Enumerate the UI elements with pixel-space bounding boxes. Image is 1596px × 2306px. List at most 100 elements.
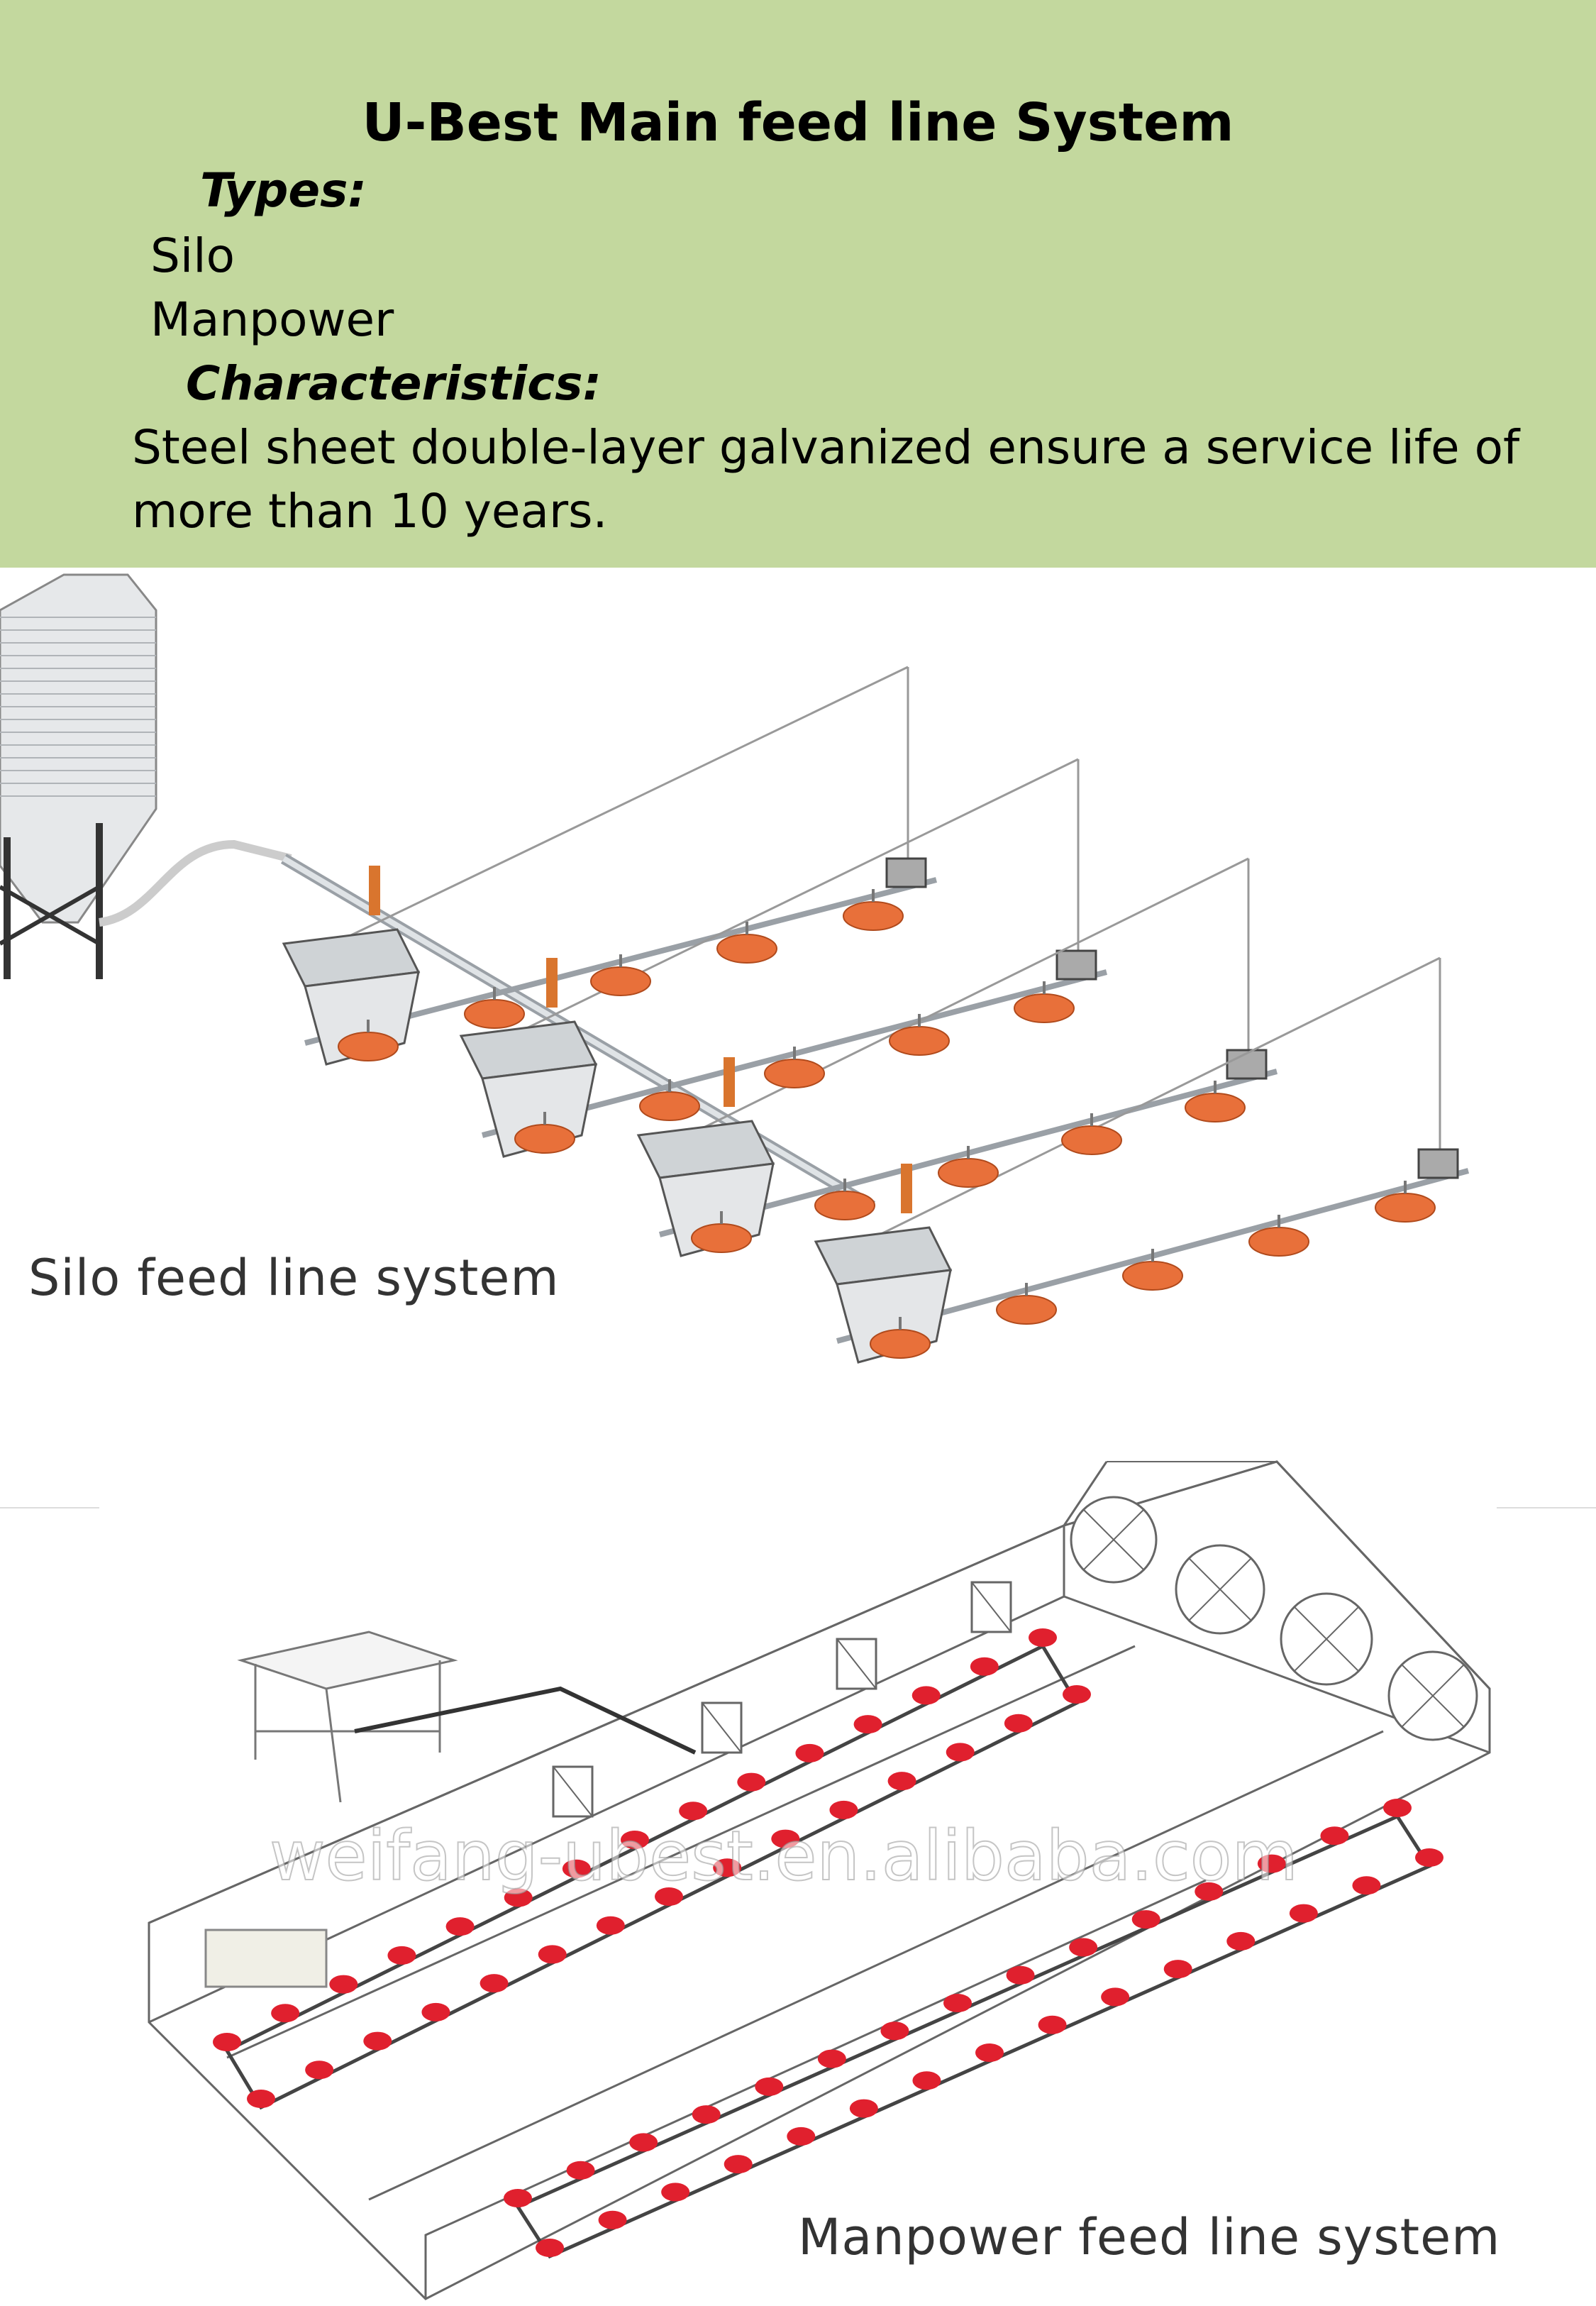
feed-pan bbox=[538, 1945, 567, 1964]
page-title: U-Best Main feed line System bbox=[362, 92, 1234, 153]
feed-pan bbox=[1352, 1876, 1381, 1895]
feed-pans bbox=[213, 1628, 1443, 2257]
feed-pan bbox=[975, 2043, 1004, 2062]
feed-pan bbox=[1063, 1685, 1091, 1704]
feed-pan bbox=[329, 1975, 358, 1994]
feed-pan bbox=[912, 2071, 941, 2090]
type-item-silo: Silo bbox=[150, 228, 235, 283]
end-motor bbox=[885, 857, 927, 888]
feed-pan bbox=[661, 2183, 690, 2202]
feed-pan bbox=[764, 1059, 825, 1088]
feed-pan bbox=[679, 1802, 708, 1821]
manpower-feed-line-illustration bbox=[0, 1460, 1596, 2300]
feed-pan bbox=[1195, 1882, 1224, 1901]
feed-pan bbox=[247, 2090, 275, 2108]
types-heading: Types: bbox=[200, 163, 367, 218]
characteristics-text-line-1: Steel sheet double-layer galvanized ensu… bbox=[132, 420, 1520, 475]
feed-pan bbox=[843, 901, 904, 931]
feed-pan bbox=[504, 2189, 532, 2207]
silo-caption: Silo feed line system bbox=[28, 1249, 560, 1307]
silo-tower bbox=[0, 573, 292, 979]
feed-pan bbox=[849, 2099, 878, 2118]
feed-pan bbox=[464, 999, 525, 1029]
feed-pan bbox=[1257, 1854, 1286, 1873]
feed-pan bbox=[629, 2133, 658, 2152]
suspension-cable bbox=[333, 666, 909, 945]
feed-pan bbox=[880, 2021, 909, 2041]
end-motor bbox=[1055, 949, 1097, 981]
feed-pan bbox=[713, 1858, 742, 1877]
feed-pan bbox=[1029, 1628, 1057, 1647]
feed-pan bbox=[1226, 1931, 1256, 1951]
feed-pan bbox=[996, 1295, 1057, 1325]
end-motor bbox=[1417, 1148, 1459, 1179]
characteristics-text-line-2: more than 10 years. bbox=[132, 484, 608, 539]
characteristics-heading: Characteristics: bbox=[186, 356, 602, 411]
feed-pan bbox=[943, 1994, 972, 2012]
feed-pan bbox=[305, 2060, 334, 2080]
feed-pan bbox=[1163, 1960, 1192, 1979]
exhaust-fans bbox=[1070, 1496, 1478, 1741]
house-windows bbox=[204, 1581, 1012, 1988]
silo-feed-line-illustration bbox=[0, 573, 1470, 1364]
feed-pan bbox=[691, 1223, 752, 1253]
feed-pan bbox=[1006, 1965, 1035, 1985]
feed-pan bbox=[363, 2031, 392, 2051]
vent-louver bbox=[204, 1929, 328, 1988]
feed-pan bbox=[1004, 1714, 1033, 1733]
feed-pan bbox=[829, 1800, 858, 1819]
feed-pan bbox=[1383, 1799, 1412, 1817]
feed-pan bbox=[1061, 1125, 1122, 1155]
feed-pan bbox=[946, 1743, 975, 1762]
feed-pan bbox=[692, 2105, 721, 2124]
feed-pan bbox=[1248, 1227, 1309, 1257]
feed-pan bbox=[536, 2239, 564, 2257]
feed-pan bbox=[787, 2126, 816, 2146]
feed-pan bbox=[737, 1772, 766, 1792]
feed-pan bbox=[870, 1329, 931, 1359]
feed-pan bbox=[970, 1657, 999, 1676]
feed-pan bbox=[1185, 1093, 1246, 1122]
suspension-cable bbox=[687, 857, 1249, 1137]
feed-pan bbox=[596, 1916, 625, 1935]
feed-pan bbox=[1289, 1904, 1318, 1923]
feed-pan bbox=[817, 2049, 846, 2068]
feed-pans bbox=[338, 889, 1436, 1359]
feed-pan bbox=[504, 1888, 533, 1907]
feed-pan bbox=[1101, 1987, 1130, 2007]
manpower-caption: Manpower feed line system bbox=[798, 2208, 1501, 2266]
end-motor bbox=[1226, 1049, 1268, 1080]
type-item-manpower: Manpower bbox=[150, 292, 394, 347]
suspension-cable bbox=[865, 956, 1441, 1243]
feed-pan bbox=[887, 1772, 916, 1791]
feed-pan bbox=[1131, 1910, 1160, 1929]
feed-pan bbox=[338, 1032, 399, 1061]
drop-tube bbox=[369, 866, 380, 915]
feed-pan bbox=[655, 1887, 683, 1906]
feed-pan bbox=[598, 2210, 627, 2229]
feed-pan bbox=[724, 2155, 753, 2174]
feed-pan bbox=[1122, 1261, 1183, 1291]
feed-pan bbox=[639, 1091, 700, 1121]
feed-pan bbox=[590, 966, 651, 996]
feed-pan bbox=[421, 2002, 450, 2021]
feed-pan bbox=[771, 1829, 800, 1848]
feed-pan bbox=[387, 1946, 416, 1965]
header-panel: U-Best Main feed line System Types: Silo… bbox=[0, 0, 1596, 568]
feed-pan bbox=[716, 934, 777, 964]
feed-pan bbox=[1415, 1848, 1443, 1867]
feed-pan bbox=[445, 1917, 475, 1936]
drop-tube bbox=[901, 1164, 912, 1213]
feed-pan bbox=[795, 1743, 824, 1762]
feed-pan bbox=[566, 2161, 595, 2180]
watermark: weifang-ubest.en.alibaba.com bbox=[269, 1816, 1299, 1897]
feed-pan bbox=[480, 1974, 509, 1993]
feed-pan bbox=[911, 1686, 941, 1705]
feed-pan bbox=[562, 1859, 591, 1878]
feed-pan bbox=[271, 2004, 300, 2023]
feed-pan bbox=[1375, 1193, 1436, 1223]
feed-pan bbox=[938, 1158, 999, 1188]
feed-pan bbox=[621, 1831, 649, 1849]
manual-hopper bbox=[237, 1631, 697, 1803]
feed-pan bbox=[1320, 1826, 1349, 1846]
